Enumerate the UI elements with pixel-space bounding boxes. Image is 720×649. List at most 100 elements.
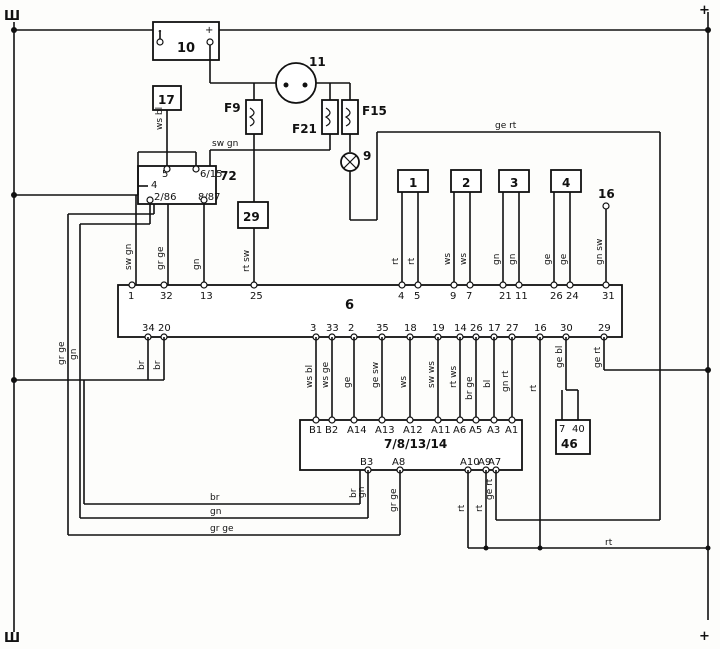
svg-text:sw ws: sw ws bbox=[427, 361, 437, 388]
svg-text:rt ws: rt ws bbox=[449, 366, 459, 388]
svg-text:F15: F15 bbox=[362, 104, 387, 118]
svg-text:+: + bbox=[205, 25, 213, 36]
svg-text:rt: rt bbox=[391, 257, 401, 265]
ecu-top-pin bbox=[456, 416, 464, 424]
connector-6-bottom-pin-label: 19 bbox=[432, 323, 445, 334]
svg-text:br: br bbox=[210, 493, 220, 503]
svg-text:sw gn: sw gn bbox=[124, 244, 134, 270]
plus-symbol-bottom: + bbox=[699, 629, 710, 644]
component-46: 7 40 46 bbox=[555, 419, 591, 455]
ecu-top-pin bbox=[406, 416, 414, 424]
svg-text:ws: ws bbox=[443, 253, 453, 265]
ecu-top-pin bbox=[508, 416, 516, 424]
svg-text:gr ge: gr ge bbox=[210, 524, 234, 534]
ecu-top-pin-label: B2 bbox=[325, 425, 338, 436]
svg-text:ge bl: ge bl bbox=[555, 346, 565, 368]
svg-text:rt: rt bbox=[475, 504, 485, 512]
svg-text:4: 4 bbox=[151, 180, 157, 191]
connector-6-bottom-pin-label: 20 bbox=[158, 323, 171, 334]
svg-text:4: 4 bbox=[562, 176, 570, 190]
connector-6-bottom-pin-label: 35 bbox=[376, 323, 389, 334]
connector-6-top-pin-label: 21 bbox=[499, 291, 512, 302]
connector-6-top-pin-label: 31 bbox=[602, 291, 615, 302]
connector-6-top-pin-label: 24 bbox=[566, 291, 579, 302]
svg-text:F21: F21 bbox=[292, 122, 317, 136]
svg-text:17: 17 bbox=[158, 93, 175, 107]
svg-text:rt: rt bbox=[457, 504, 467, 512]
connector-6-top-pin bbox=[160, 281, 168, 289]
connector-6-top-pin-label: 4 bbox=[398, 291, 404, 302]
fuse-f15: F15 bbox=[341, 99, 387, 152]
svg-text:ws bl: ws bl bbox=[155, 107, 165, 130]
ecu-top-pin-label: A14 bbox=[347, 425, 367, 436]
svg-text:gn sw: gn sw bbox=[595, 239, 605, 265]
svg-text:ws ge: ws ge bbox=[321, 361, 331, 388]
connector-6-bottom-pin-label: 30 bbox=[560, 323, 573, 334]
ecu-top-pin bbox=[328, 416, 336, 424]
connector-6-top-pin bbox=[602, 281, 610, 289]
ecu-top-pin-label: A3 bbox=[487, 425, 500, 436]
svg-text:sw gn: sw gn bbox=[212, 139, 238, 149]
component-17: 17 ws bl bbox=[152, 85, 182, 166]
svg-text:8/87: 8/87 bbox=[198, 192, 220, 203]
svg-text:ge rt: ge rt bbox=[593, 346, 603, 368]
connector-6-top-pin bbox=[550, 281, 558, 289]
connector-6-top-pin bbox=[128, 281, 136, 289]
connector-6-top-pin bbox=[450, 281, 458, 289]
ecu-bottom-pin-label: A9 bbox=[478, 457, 491, 468]
connector-6-top-pin-label: 11 bbox=[515, 291, 528, 302]
connector-6-top-pin-label: 9 bbox=[450, 291, 456, 302]
connector-6-top-pin bbox=[250, 281, 258, 289]
injector-4: 4 bbox=[550, 169, 582, 285]
svg-text:7: 7 bbox=[559, 424, 565, 435]
connector-6-top-pin bbox=[499, 281, 507, 289]
connector-6-top-pin-label: 25 bbox=[250, 291, 263, 302]
connector-6-lower-wires bbox=[14, 337, 708, 548]
svg-text:46: 46 bbox=[561, 437, 578, 451]
svg-text:br: br bbox=[153, 360, 163, 370]
ecu-top-pin-label: A1 bbox=[505, 425, 518, 436]
connector-6-top-pin bbox=[515, 281, 523, 289]
connector-6-bottom-pin-label: 16 bbox=[534, 323, 547, 334]
svg-text:gr ge: gr ge bbox=[57, 341, 67, 365]
connector-6-top-pin-label: 26 bbox=[550, 291, 563, 302]
ecu-bottom-pin-label: A7 bbox=[488, 457, 501, 468]
connector-6-top-pin bbox=[466, 281, 474, 289]
svg-text:rt: rt bbox=[407, 257, 417, 265]
ecu-top-pin-label: A6 bbox=[453, 425, 466, 436]
svg-text:ws bl: ws bl bbox=[305, 365, 315, 388]
svg-text:9: 9 bbox=[363, 149, 371, 163]
ecu-top-pin bbox=[490, 416, 498, 424]
ecu-top-pin-label: A13 bbox=[375, 425, 395, 436]
connector-6-bottom-pin-label: 26 bbox=[470, 323, 483, 334]
ecu-top-pin bbox=[378, 416, 386, 424]
component-29: 29 rt sw bbox=[237, 201, 269, 285]
svg-text:gn: gn bbox=[508, 254, 518, 265]
relay-72: 72 5 6/15 4 2/86 8/87 sw gn bbox=[14, 139, 238, 535]
connector-6-top-pin bbox=[200, 281, 208, 289]
component-10: 10 - + bbox=[152, 21, 350, 84]
svg-text:10: 10 bbox=[177, 41, 195, 56]
svg-text:2: 2 bbox=[462, 176, 470, 190]
ecu-bottom-pin-label: A8 bbox=[392, 457, 405, 468]
svg-text:rt: rt bbox=[605, 538, 613, 548]
connector-6-bottom-pin-label: 34 bbox=[142, 323, 155, 334]
svg-text:gr ge: gr ge bbox=[156, 246, 166, 270]
svg-text:ge rt: ge rt bbox=[485, 478, 495, 500]
svg-text:rt: rt bbox=[529, 384, 539, 392]
injector-1: 1 bbox=[397, 169, 429, 285]
fuse-f21: F21 bbox=[209, 99, 339, 166]
svg-text:40: 40 bbox=[572, 424, 585, 435]
svg-text:6: 6 bbox=[345, 298, 354, 313]
svg-text:gr ge: gr ge bbox=[389, 488, 399, 512]
connector-6-top-pin-label: 13 bbox=[200, 291, 213, 302]
connector-6-top-pin-label: 32 bbox=[160, 291, 173, 302]
svg-text:ws: ws bbox=[459, 253, 469, 265]
bottom-wires bbox=[68, 380, 711, 551]
ecu-top-pin-label: A5 bbox=[469, 425, 482, 436]
plus-symbol-top: + bbox=[699, 3, 710, 18]
